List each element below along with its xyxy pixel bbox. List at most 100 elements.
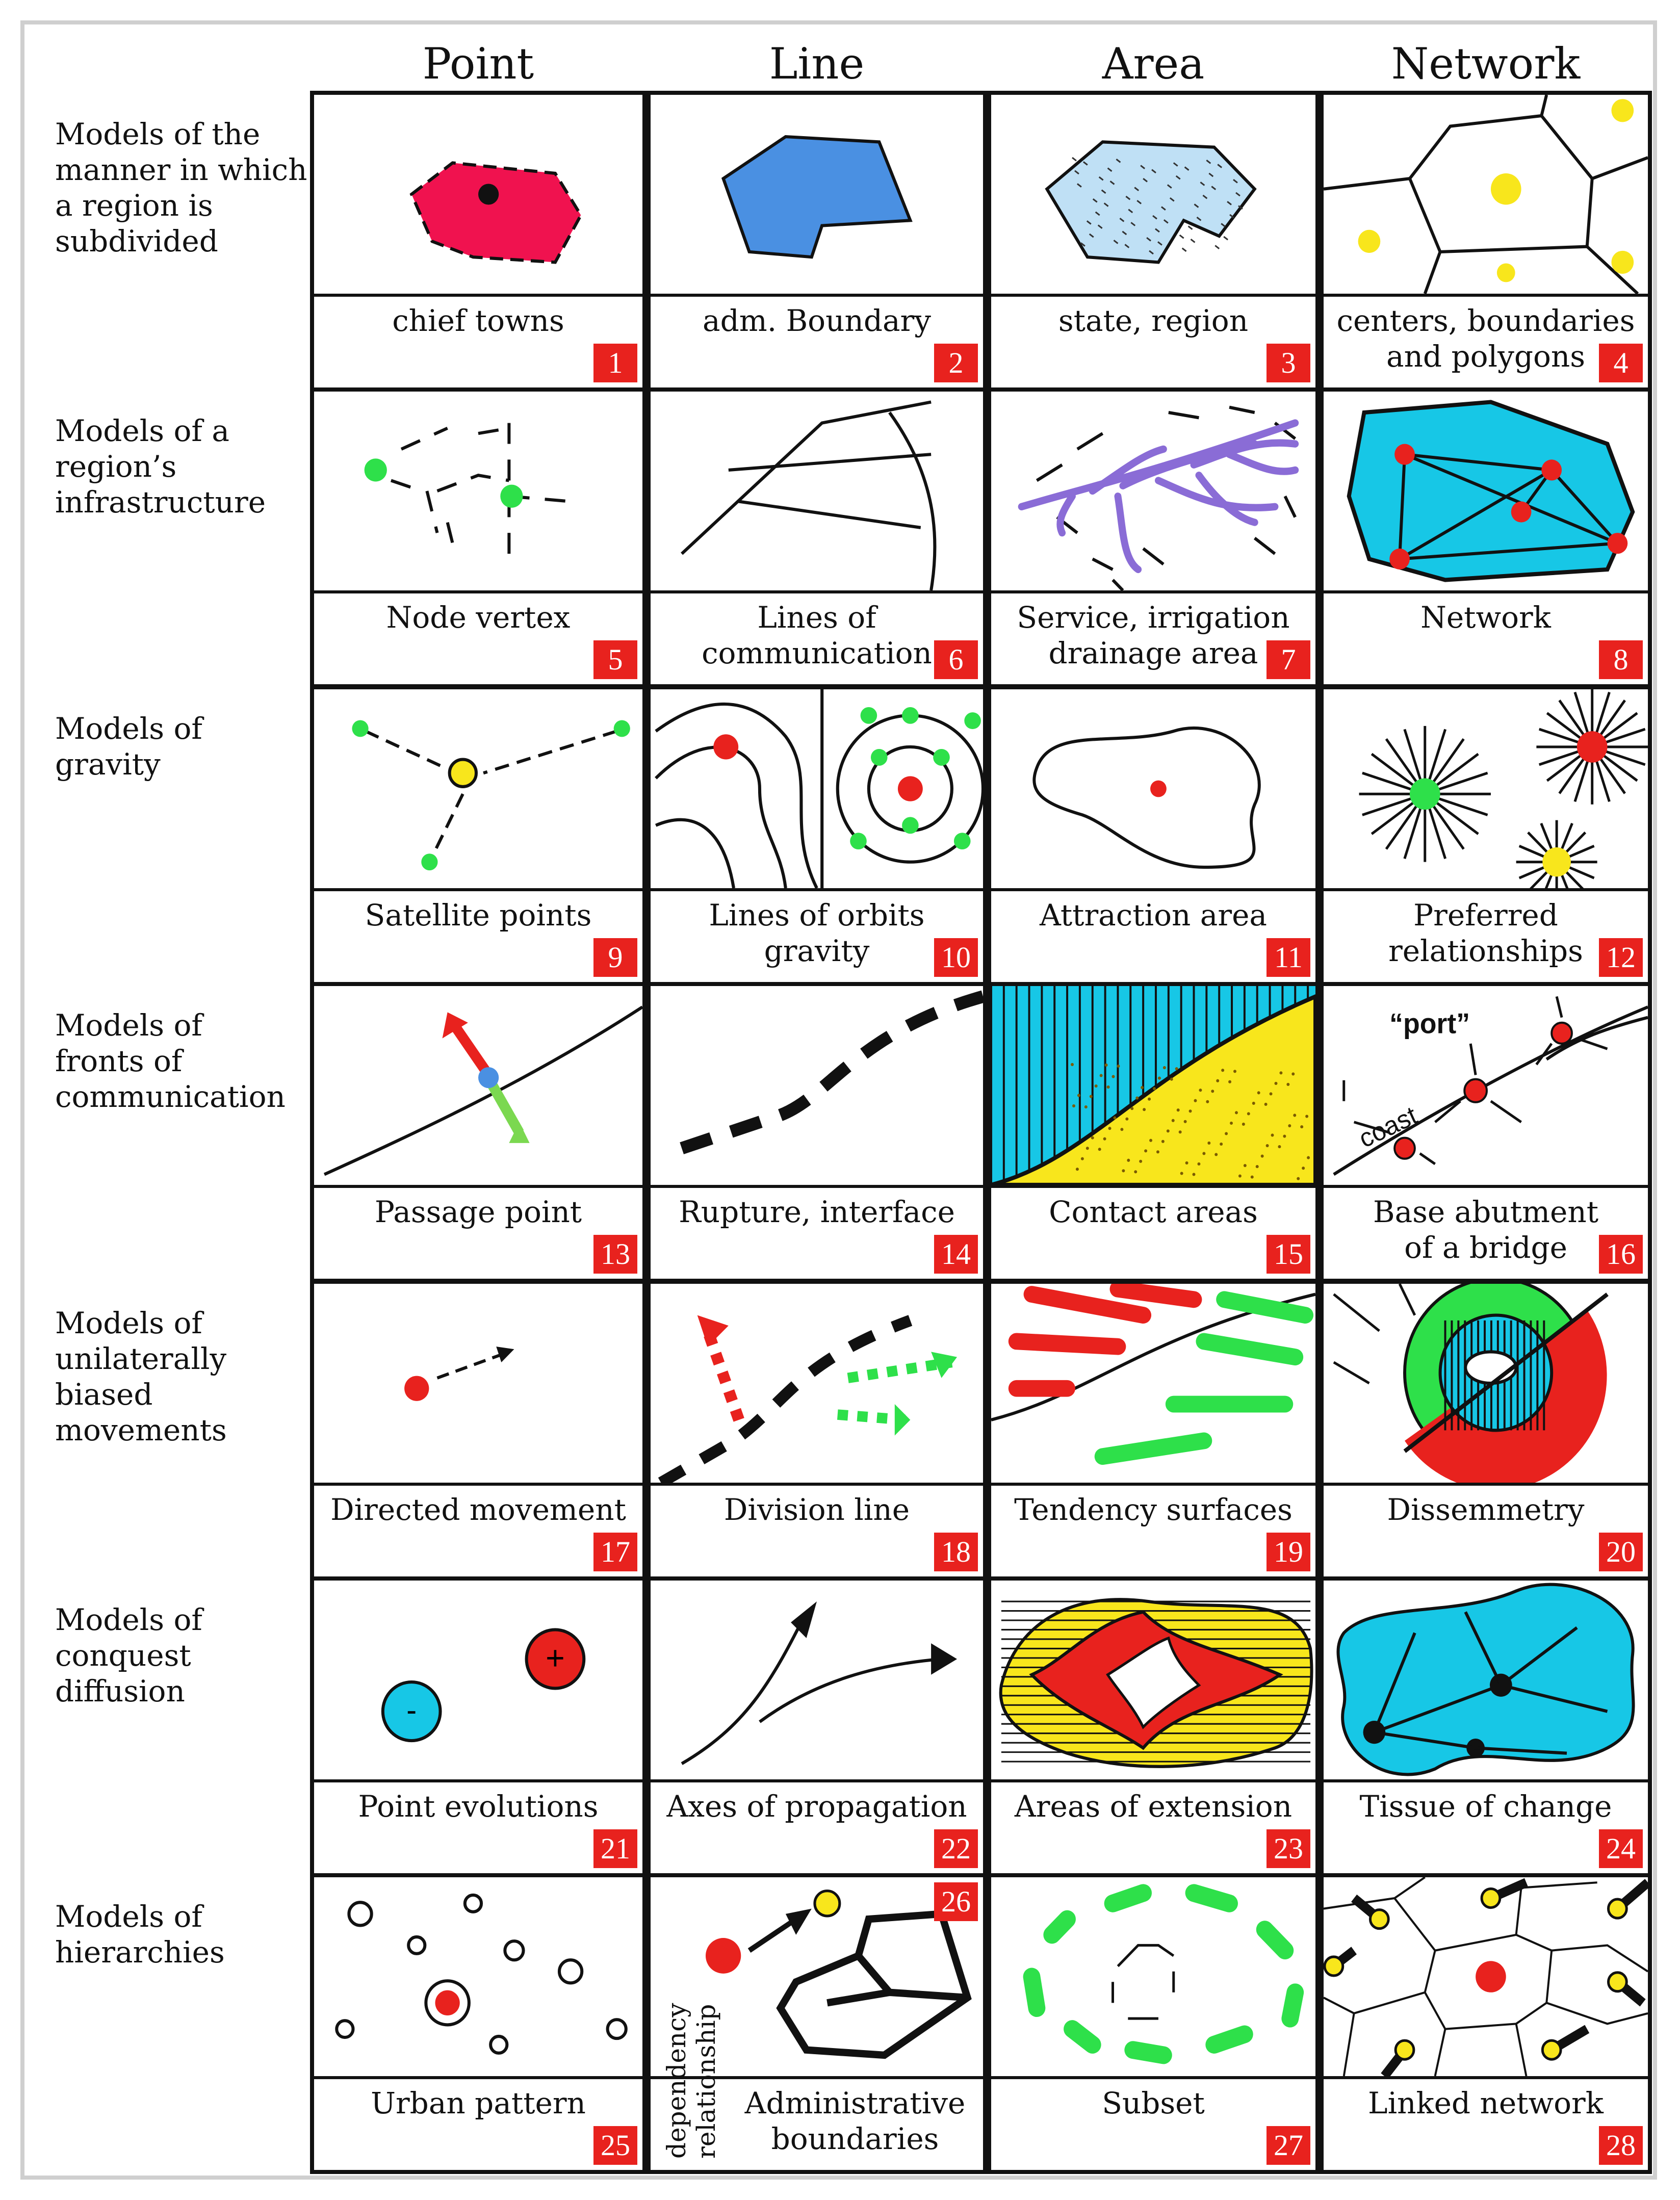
model-number-badge: 27 — [1267, 2126, 1310, 2165]
model-illustration: dependency — [651, 1877, 983, 2076]
model-cell-5: Node vertex 5 — [310, 387, 647, 688]
model-number-badge: 7 — [1267, 640, 1310, 679]
caption-line: centers, boundaries — [1336, 303, 1635, 338]
model-number-badge: 6 — [934, 640, 978, 679]
caption-divider — [1324, 888, 1648, 891]
caption-line: Point evolutions — [358, 1789, 599, 1824]
model-illustration — [651, 95, 983, 294]
model-illustration — [314, 95, 642, 294]
column-header-point: Point — [422, 39, 534, 89]
model-caption: Directed movement — [314, 1492, 642, 1528]
caption-line: gravity — [764, 934, 870, 968]
caption-line: Axes of propagation — [666, 1789, 967, 1824]
caption-line: Attraction area — [1039, 898, 1268, 933]
model-caption: Areas of extension — [991, 1789, 1315, 1824]
caption-line: Linked network — [1368, 2086, 1604, 2120]
model-illustration — [991, 392, 1315, 590]
model-number-badge: 17 — [593, 1533, 637, 1571]
caption-divider — [651, 2076, 983, 2079]
column-header-area: Area — [1102, 39, 1205, 89]
model-number-badge: 28 — [1599, 2126, 1643, 2165]
model-caption: Point evolutions — [314, 1789, 642, 1824]
model-number-badge: 22 — [934, 1829, 978, 1868]
caption-line: communication — [702, 636, 932, 670]
caption-divider — [651, 1483, 983, 1486]
dependency-label-line: dependency — [662, 2003, 691, 2159]
caption-divider — [651, 1779, 983, 1782]
row-label-line: gravity — [55, 747, 161, 782]
model-illustration — [991, 986, 1315, 1185]
caption-line: Division line — [723, 1492, 910, 1527]
row-label-line: communication — [55, 1079, 286, 1114]
row-label-line: conquest — [55, 1638, 191, 1673]
caption-line: Lines of orbits — [709, 898, 925, 933]
model-illustration — [651, 689, 983, 888]
model-illustration — [314, 1284, 642, 1483]
row-label-line: hierarchies — [55, 1935, 225, 1970]
row-label-line: Models of — [55, 1306, 202, 1340]
model-illustration — [1324, 1284, 1648, 1483]
caption-divider — [314, 590, 642, 593]
row-label-line: Models of a — [55, 413, 229, 448]
model-illustration — [991, 1877, 1315, 2076]
row-label-line: a region is — [55, 188, 213, 223]
caption-divider — [314, 294, 642, 297]
model-caption: chief towns — [314, 303, 642, 339]
caption-divider — [314, 1185, 642, 1188]
caption-divider — [314, 1779, 642, 1782]
caption-divider — [1324, 590, 1648, 593]
caption-line: chief towns — [392, 303, 564, 338]
caption-line: Tissue of change — [1359, 1789, 1612, 1824]
model-illustration — [651, 986, 983, 1185]
model-cell-28: Linked network 28 — [1320, 1873, 1652, 2174]
model-illustration — [651, 392, 983, 590]
model-illustration — [991, 1581, 1315, 1779]
caption-divider — [314, 888, 642, 891]
row-label-line: Models of — [55, 1602, 202, 1637]
model-cell-1: chief towns 1 — [310, 91, 647, 392]
model-caption: Passage point — [314, 1194, 642, 1230]
model-number-badge: 21 — [593, 1829, 637, 1868]
dependency-label-line: relationship — [691, 2004, 721, 2159]
model-number-badge: 1 — [593, 344, 637, 382]
model-number-badge: 14 — [934, 1235, 978, 1274]
model-number-badge: 11 — [1267, 938, 1310, 977]
model-number-badge: 5 — [593, 640, 637, 679]
model-illustration — [1324, 1581, 1648, 1779]
model-number-badge: 4 — [1599, 344, 1643, 382]
model-illustration — [651, 1581, 983, 1779]
model-caption: Urban pattern — [314, 2085, 642, 2121]
model-number-badge: 10 — [934, 938, 978, 977]
model-number-badge: 24 — [1599, 1829, 1643, 1868]
caption-divider — [991, 888, 1315, 891]
model-caption: Subset — [991, 2085, 1315, 2121]
caption-divider — [991, 1779, 1315, 1782]
row-label-line: fronts of — [55, 1044, 183, 1078]
model-number-badge: 16 — [1599, 1235, 1643, 1274]
model-caption: Division line — [651, 1492, 983, 1528]
caption-line: Passage point — [374, 1195, 582, 1229]
model-caption: Network — [1324, 600, 1648, 635]
caption-line: Satellite points — [365, 898, 592, 933]
caption-line: Tendency surfaces — [1014, 1492, 1293, 1527]
model-illustration — [314, 689, 642, 888]
model-cell-27: Subset 27 — [987, 1873, 1320, 2174]
caption-line: Service, irrigation — [1017, 600, 1290, 635]
caption-line: Network — [1420, 600, 1551, 635]
row-label-line: Models of the — [55, 117, 261, 151]
caption-divider — [1324, 1779, 1648, 1782]
model-caption: Node vertex — [314, 600, 642, 635]
caption-divider — [1324, 1185, 1648, 1188]
caption-line: of a bridge — [1404, 1230, 1567, 1265]
row-label-line: unilaterally — [55, 1341, 227, 1376]
